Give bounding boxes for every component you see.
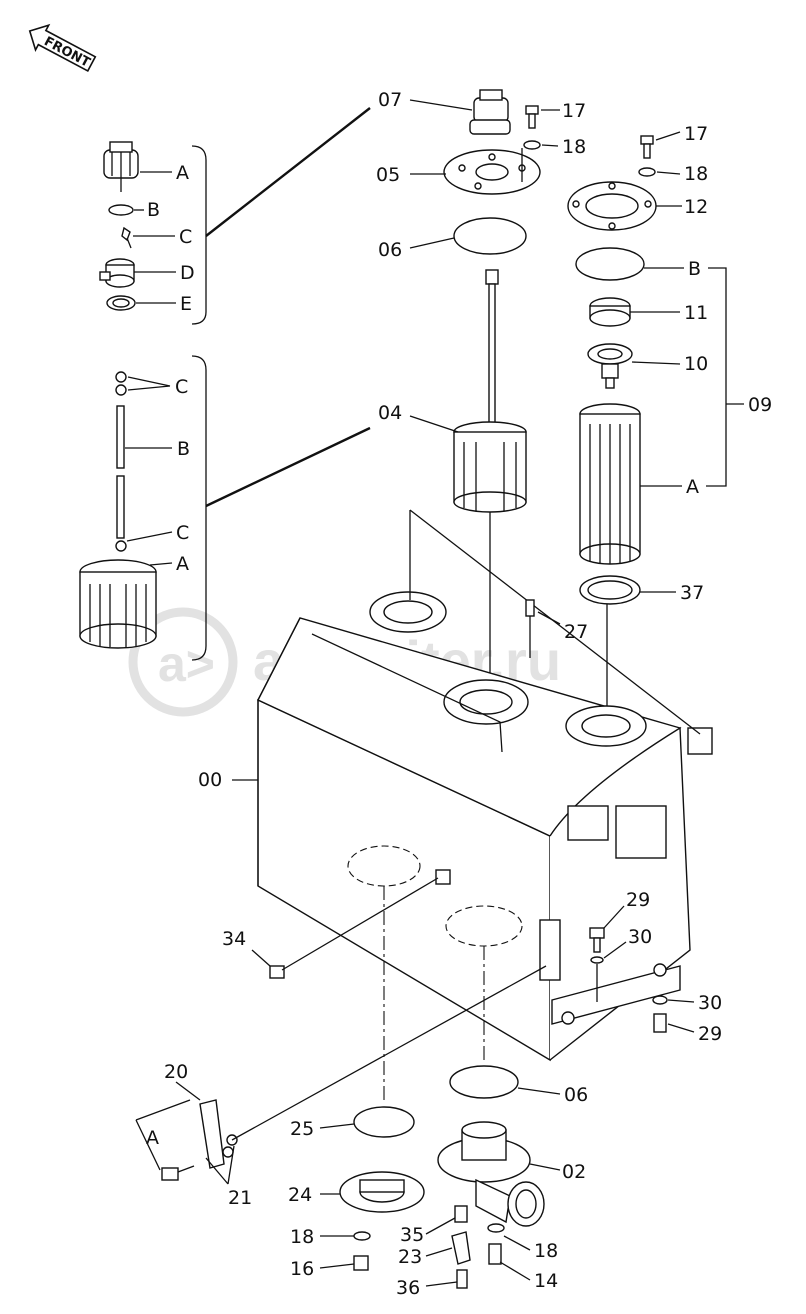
- suction-flange-02: [437, 1121, 561, 1227]
- filler-cap-icon: [103, 141, 139, 192]
- fasteners-bottom: [319, 1205, 531, 1289]
- callout-30a: 30: [628, 926, 652, 948]
- fitting-27: [525, 599, 561, 658]
- filler-cap-group: A B C D E: [99, 107, 371, 325]
- callout-30b: 30: [698, 992, 722, 1014]
- callout-14: 14: [534, 1270, 558, 1292]
- callout-27: 27: [564, 621, 588, 643]
- filter-element-icon: [579, 403, 641, 565]
- callout-36: 36: [396, 1277, 420, 1299]
- callout-16: 16: [290, 1258, 314, 1280]
- callout-29b: 29: [698, 1023, 722, 1045]
- callout-34: 34: [222, 928, 246, 950]
- callout-09: 09: [748, 394, 772, 416]
- bolt-washer-29-30: [589, 905, 695, 1033]
- callout-35: 35: [400, 1224, 424, 1246]
- cover-plate-12: [567, 181, 657, 231]
- callout-18d: 18: [534, 1240, 558, 1262]
- label-07-d: D: [180, 262, 195, 284]
- gasket-06-bottom: [449, 1065, 519, 1099]
- callout-17a: 17: [562, 100, 586, 122]
- callouts: 07 17 18 05 06 04 17 18 12 B 11 10 09 A …: [146, 89, 772, 1299]
- cover-plate-05: [443, 148, 541, 195]
- gasket-e: [106, 295, 136, 311]
- callout-25: 25: [290, 1118, 314, 1140]
- callout-20: 20: [164, 1061, 188, 1083]
- callout-02: 02: [562, 1161, 586, 1183]
- flange-24: [339, 1171, 425, 1213]
- callout-04: 04: [378, 402, 402, 424]
- strainer-04: [453, 421, 527, 513]
- label-04-b: B: [177, 438, 190, 460]
- gasket-37: [579, 575, 641, 605]
- callout-12: 12: [684, 196, 708, 218]
- label-04-a: A: [176, 553, 189, 575]
- callout-21: 21: [228, 1187, 252, 1209]
- callout-06a: 06: [378, 239, 402, 261]
- callout-00: 00: [198, 769, 222, 791]
- label-07-a: A: [176, 162, 189, 184]
- callout-07: 07: [378, 89, 402, 111]
- callout-a-09: A: [686, 476, 699, 498]
- label-04-c2: C: [176, 522, 189, 544]
- strainer-group: C B C A: [79, 355, 371, 661]
- center-column: [409, 89, 560, 690]
- cap-base-d: [99, 258, 135, 288]
- strainer-icon: [79, 559, 157, 649]
- label-04-c1: C: [175, 376, 188, 398]
- callout-10: 10: [684, 353, 708, 375]
- callout-11: 11: [684, 302, 708, 324]
- seal-11: [589, 297, 631, 327]
- bolt-34: [251, 869, 451, 979]
- callout-37: 37: [680, 582, 704, 604]
- callout-06b: 06: [564, 1084, 588, 1106]
- callout-24: 24: [288, 1184, 312, 1206]
- label-07-b: B: [147, 199, 160, 221]
- callout-b-09: B: [688, 258, 701, 280]
- bracket-20: [135, 965, 547, 1185]
- callout-a-20: A: [146, 1127, 159, 1149]
- label-07-c: C: [179, 226, 192, 248]
- front-label: FRONT: [41, 34, 92, 71]
- filler-cap-07: [469, 89, 511, 135]
- valve-10: [587, 343, 633, 389]
- callout-18b: 18: [684, 163, 708, 185]
- label-07-e: E: [180, 293, 192, 315]
- front-arrow-icon: FRONT: [28, 23, 97, 72]
- callout-17b: 17: [684, 123, 708, 145]
- gasket-25: [353, 1106, 415, 1138]
- hydraulic-tank-icon: [257, 509, 713, 1100]
- filter-column: [567, 131, 744, 716]
- callout-29a: 29: [626, 889, 650, 911]
- screw-c: [121, 226, 132, 249]
- callout-18a: 18: [562, 136, 586, 158]
- callout-23: 23: [398, 1246, 422, 1268]
- o-ring-b: [108, 204, 134, 216]
- callout-05: 05: [376, 164, 400, 186]
- callout-18c: 18: [290, 1226, 314, 1248]
